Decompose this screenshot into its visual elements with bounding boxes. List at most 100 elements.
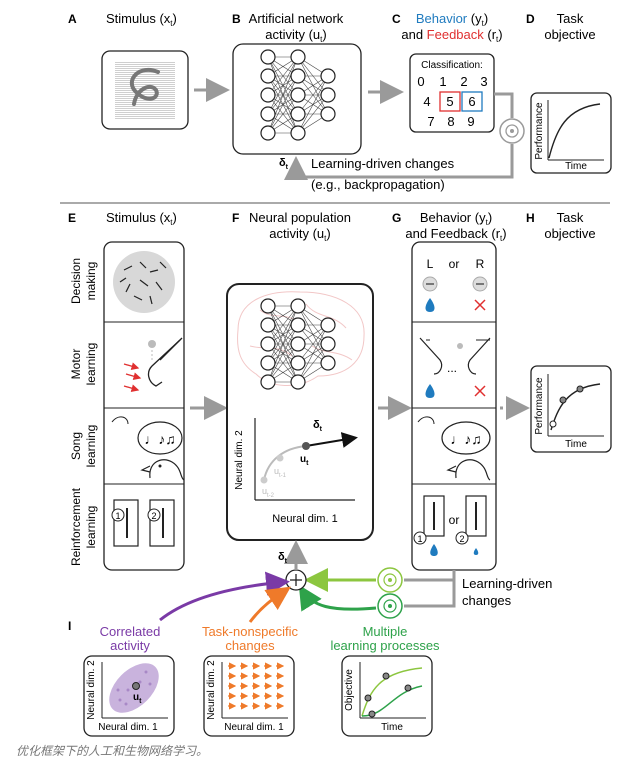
digit-2: 2 — [460, 74, 467, 89]
row-label-song-1: Song — [69, 432, 83, 460]
i-xlabel-3: Time — [381, 722, 403, 733]
or-2: or — [449, 513, 460, 527]
f-u-t1: ut-1 — [274, 466, 287, 479]
nonspecific-label-1: Task-nonspecific — [202, 624, 299, 639]
panel-d-title2: objective — [544, 27, 595, 42]
digit-7: 7 — [427, 114, 434, 129]
network-node — [260, 106, 276, 122]
panel-letter-g: G — [392, 211, 401, 225]
f-xlabel: Neural dim. 1 — [272, 513, 337, 525]
feedback-box — [439, 91, 461, 112]
nonspecific-label-2: changes — [225, 638, 275, 653]
panel-d-title1: Task — [557, 11, 584, 26]
network-node — [290, 49, 306, 65]
network-node — [290, 125, 306, 141]
water-drop-icon-4 — [473, 548, 479, 555]
arrow-purple — [159, 571, 290, 622]
multiple-label-1: Multiple — [363, 624, 408, 639]
loop-line-right — [494, 92, 514, 118]
row-label-decision-1: Decision — [69, 258, 83, 304]
f-ylabel: Neural dim. 2 — [234, 430, 245, 490]
panel-e-title: Stimulus (xt) — [106, 210, 177, 227]
network-node — [260, 355, 276, 371]
behavior-box — [461, 91, 483, 112]
panel-f: F Neural population activity (ut) Neural… — [226, 210, 374, 541]
panel-letter-f: F — [232, 211, 239, 225]
choice-left: L — [427, 257, 434, 271]
panel-b-title1: Artificial network — [249, 11, 344, 26]
bird-icon-g — [455, 459, 491, 481]
panel-c: C Behavior (yt) and Feedback (rt) Classi… — [392, 11, 503, 133]
bottom-loop: δt Learning-driven changes — [278, 540, 552, 619]
water-drop-icon-2 — [425, 384, 435, 398]
panel-h: H Task objective Performance Time — [526, 210, 612, 453]
network-node — [320, 87, 336, 103]
music-notes-icon-g: ♩♪♫ — [450, 431, 482, 447]
svg-text:1: 1 — [417, 534, 422, 544]
curve-lightgreen — [361, 667, 423, 717]
music-notes-icon: ♩♪♫ — [144, 431, 176, 447]
delta-bottom: δt — [278, 551, 288, 565]
figure-caption: 优化框架下的人工和生物网络学习。 — [16, 744, 209, 758]
multiple-label-2: learning processes — [330, 638, 440, 653]
choice-2-marker — [147, 508, 161, 522]
network-node — [260, 87, 276, 103]
network-node — [290, 87, 306, 103]
panel-a: A Stimulus (xt) — [68, 11, 189, 130]
panel-c-title2: and Feedback (rt) — [401, 27, 502, 44]
network-node — [290, 317, 306, 333]
panel-g-title1: Behavior (yt) — [420, 210, 492, 227]
arrow-green — [298, 584, 377, 612]
svg-text:2: 2 — [459, 534, 464, 544]
song-bubble-g — [441, 421, 491, 455]
bird-icon — [149, 459, 185, 481]
panel-c-title1: Behavior (yt) — [416, 11, 488, 28]
loop-bottom-line2: changes — [462, 593, 512, 608]
network-node — [290, 68, 306, 84]
digit-4: 4 — [423, 94, 430, 109]
water-drop-icon-3 — [430, 544, 438, 556]
brain-outline-icon — [237, 291, 365, 387]
panel-letter-e: E — [68, 211, 76, 225]
network-node — [260, 374, 276, 390]
panel-d: D Task objective Performance Time — [526, 11, 612, 174]
panel-letter-c: C — [392, 12, 401, 26]
row-label-decision-2: making — [84, 262, 98, 301]
motion-dots — [119, 261, 167, 305]
top-loop: δt Learning-driven changes (e.g., backpr… — [279, 92, 525, 192]
arrow-orange — [248, 586, 291, 623]
loop-top-line2: (e.g., backpropagation) — [311, 177, 445, 192]
panel-i: I Correlated activity Task-nonspecific c… — [68, 571, 440, 737]
panel-letter-a: A — [68, 12, 77, 26]
i-xlabel-2: Neural dim. 1 — [224, 722, 284, 733]
panel-h-title2: objective — [544, 226, 595, 241]
network-node — [260, 68, 276, 84]
f-u-t: ut — [300, 454, 309, 467]
row-label-song-2: learning — [84, 425, 98, 468]
choice-1-marker — [111, 508, 125, 522]
or-1: or — [449, 257, 460, 271]
neural-network-icon-f — [260, 298, 336, 390]
panel-g-title2: and Feedback (rt) — [405, 226, 506, 243]
panel-b-title2: activity (ut) — [265, 27, 326, 44]
panel-f-title2: activity (ut) — [269, 226, 330, 243]
digit-1: 1 — [439, 74, 446, 89]
target-dot — [148, 340, 156, 348]
objective-ylabel-h: Performance — [534, 377, 545, 435]
classification-label: Classification: — [421, 60, 483, 71]
digit-6: 6 — [468, 94, 475, 109]
hand-right-icon — [467, 337, 491, 375]
network-node — [260, 125, 276, 141]
water-drop-icon — [425, 298, 435, 312]
hand-left-icon — [419, 337, 443, 375]
correlated-label-2: activity — [110, 638, 150, 653]
performance-curve — [548, 103, 601, 159]
stimulus-column — [103, 241, 185, 571]
panel-b: B Artificial network activity (ut) — [232, 11, 362, 155]
network-node — [290, 298, 306, 314]
row-label-motor-1: Motor — [69, 349, 83, 380]
random-dots-icon — [113, 251, 175, 313]
objective-frame-h — [530, 365, 612, 453]
panel-e: E Stimulus (xt) Decision making Motor le… — [68, 210, 185, 571]
